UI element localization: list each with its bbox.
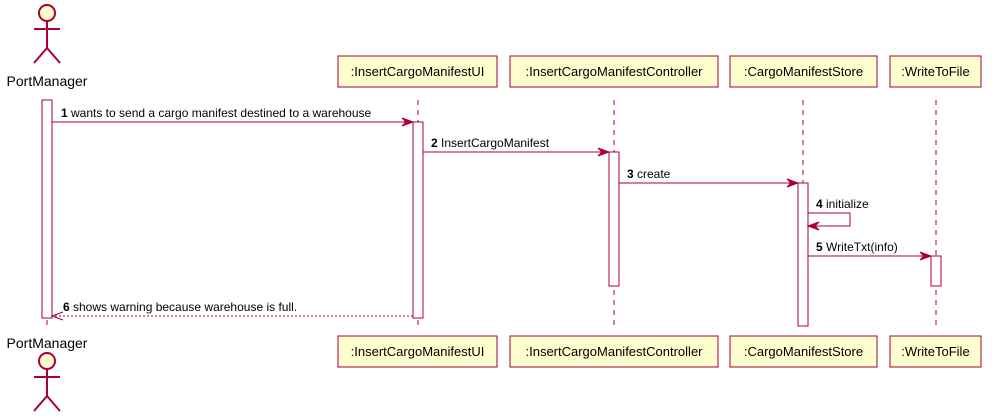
arrowhead-icon bbox=[401, 117, 415, 127]
activation-portmanager bbox=[41, 99, 53, 319]
message-4: 4 initialize bbox=[806, 197, 869, 231]
message-6: 6 shows warning because warehouse is ful… bbox=[50, 300, 413, 321]
participant-ui-bottom: :InsertCargoManifestUI bbox=[337, 335, 498, 368]
actor-head-icon bbox=[38, 352, 56, 370]
participant-store-top: :CargoManifestStore bbox=[729, 55, 878, 88]
participant-writetofile-bottom: :WriteToFile bbox=[889, 335, 982, 368]
participant-label: :InsertCargoManifestUI bbox=[351, 64, 485, 79]
arrowhead-icon bbox=[597, 147, 611, 157]
message-number: 5 bbox=[816, 240, 823, 254]
activation-ui bbox=[412, 121, 424, 319]
message-text: initialize bbox=[826, 197, 869, 211]
actor-label: PortManager bbox=[7, 73, 88, 89]
arrowhead-icon bbox=[786, 178, 800, 188]
actor-portmanager-bottom: PortManager bbox=[7, 335, 88, 412]
participant-label: :InsertCargoManifestUI bbox=[351, 344, 485, 359]
arrowhead-icon bbox=[806, 221, 820, 231]
actor-label: PortManager bbox=[7, 335, 88, 351]
participant-ui-top: :InsertCargoManifestUI bbox=[337, 55, 498, 88]
participant-writetofile-top: :WriteToFile bbox=[889, 55, 982, 88]
message-number: 6 bbox=[63, 300, 70, 314]
participant-label: :InsertCargoManifestController bbox=[525, 344, 703, 359]
message-text: wants to send a cargo manifest destined … bbox=[70, 106, 372, 120]
participant-label: :InsertCargoManifestController bbox=[525, 64, 703, 79]
message-text: WriteTxt(info) bbox=[826, 240, 898, 254]
message-text: InsertCargoManifest bbox=[441, 136, 550, 150]
message-5: 5 WriteTxt(info) bbox=[808, 240, 933, 261]
message-text: shows warning because warehouse is full. bbox=[73, 300, 297, 314]
actor-portmanager-top: PortManager bbox=[7, 4, 88, 89]
message-1: 1 wants to send a cargo manifest destine… bbox=[52, 106, 415, 127]
message-text: create bbox=[637, 167, 671, 181]
participant-label: :WriteToFile bbox=[901, 64, 969, 79]
participant-controller-top: :InsertCargoManifestController bbox=[509, 55, 719, 88]
activation-store bbox=[797, 182, 809, 327]
message-number: 4 bbox=[816, 197, 823, 211]
participant-label: :WriteToFile bbox=[901, 344, 969, 359]
participant-store-bottom: :CargoManifestStore bbox=[729, 335, 878, 368]
message-number: 2 bbox=[431, 136, 438, 150]
activation-writetofile bbox=[930, 255, 942, 287]
message-number: 3 bbox=[627, 167, 634, 181]
participant-label: :CargoManifestStore bbox=[744, 64, 863, 79]
arrowhead-icon bbox=[919, 251, 933, 261]
activation-controller bbox=[608, 151, 620, 287]
message-2: 2 InsertCargoManifest bbox=[423, 136, 611, 157]
message-number: 1 bbox=[61, 106, 68, 120]
message-3: 3 create bbox=[619, 167, 800, 188]
actor-head-icon bbox=[38, 4, 56, 22]
participant-controller-bottom: :InsertCargoManifestController bbox=[509, 335, 719, 368]
participant-label: :CargoManifestStore bbox=[744, 344, 863, 359]
open-arrowhead-icon bbox=[50, 311, 64, 321]
